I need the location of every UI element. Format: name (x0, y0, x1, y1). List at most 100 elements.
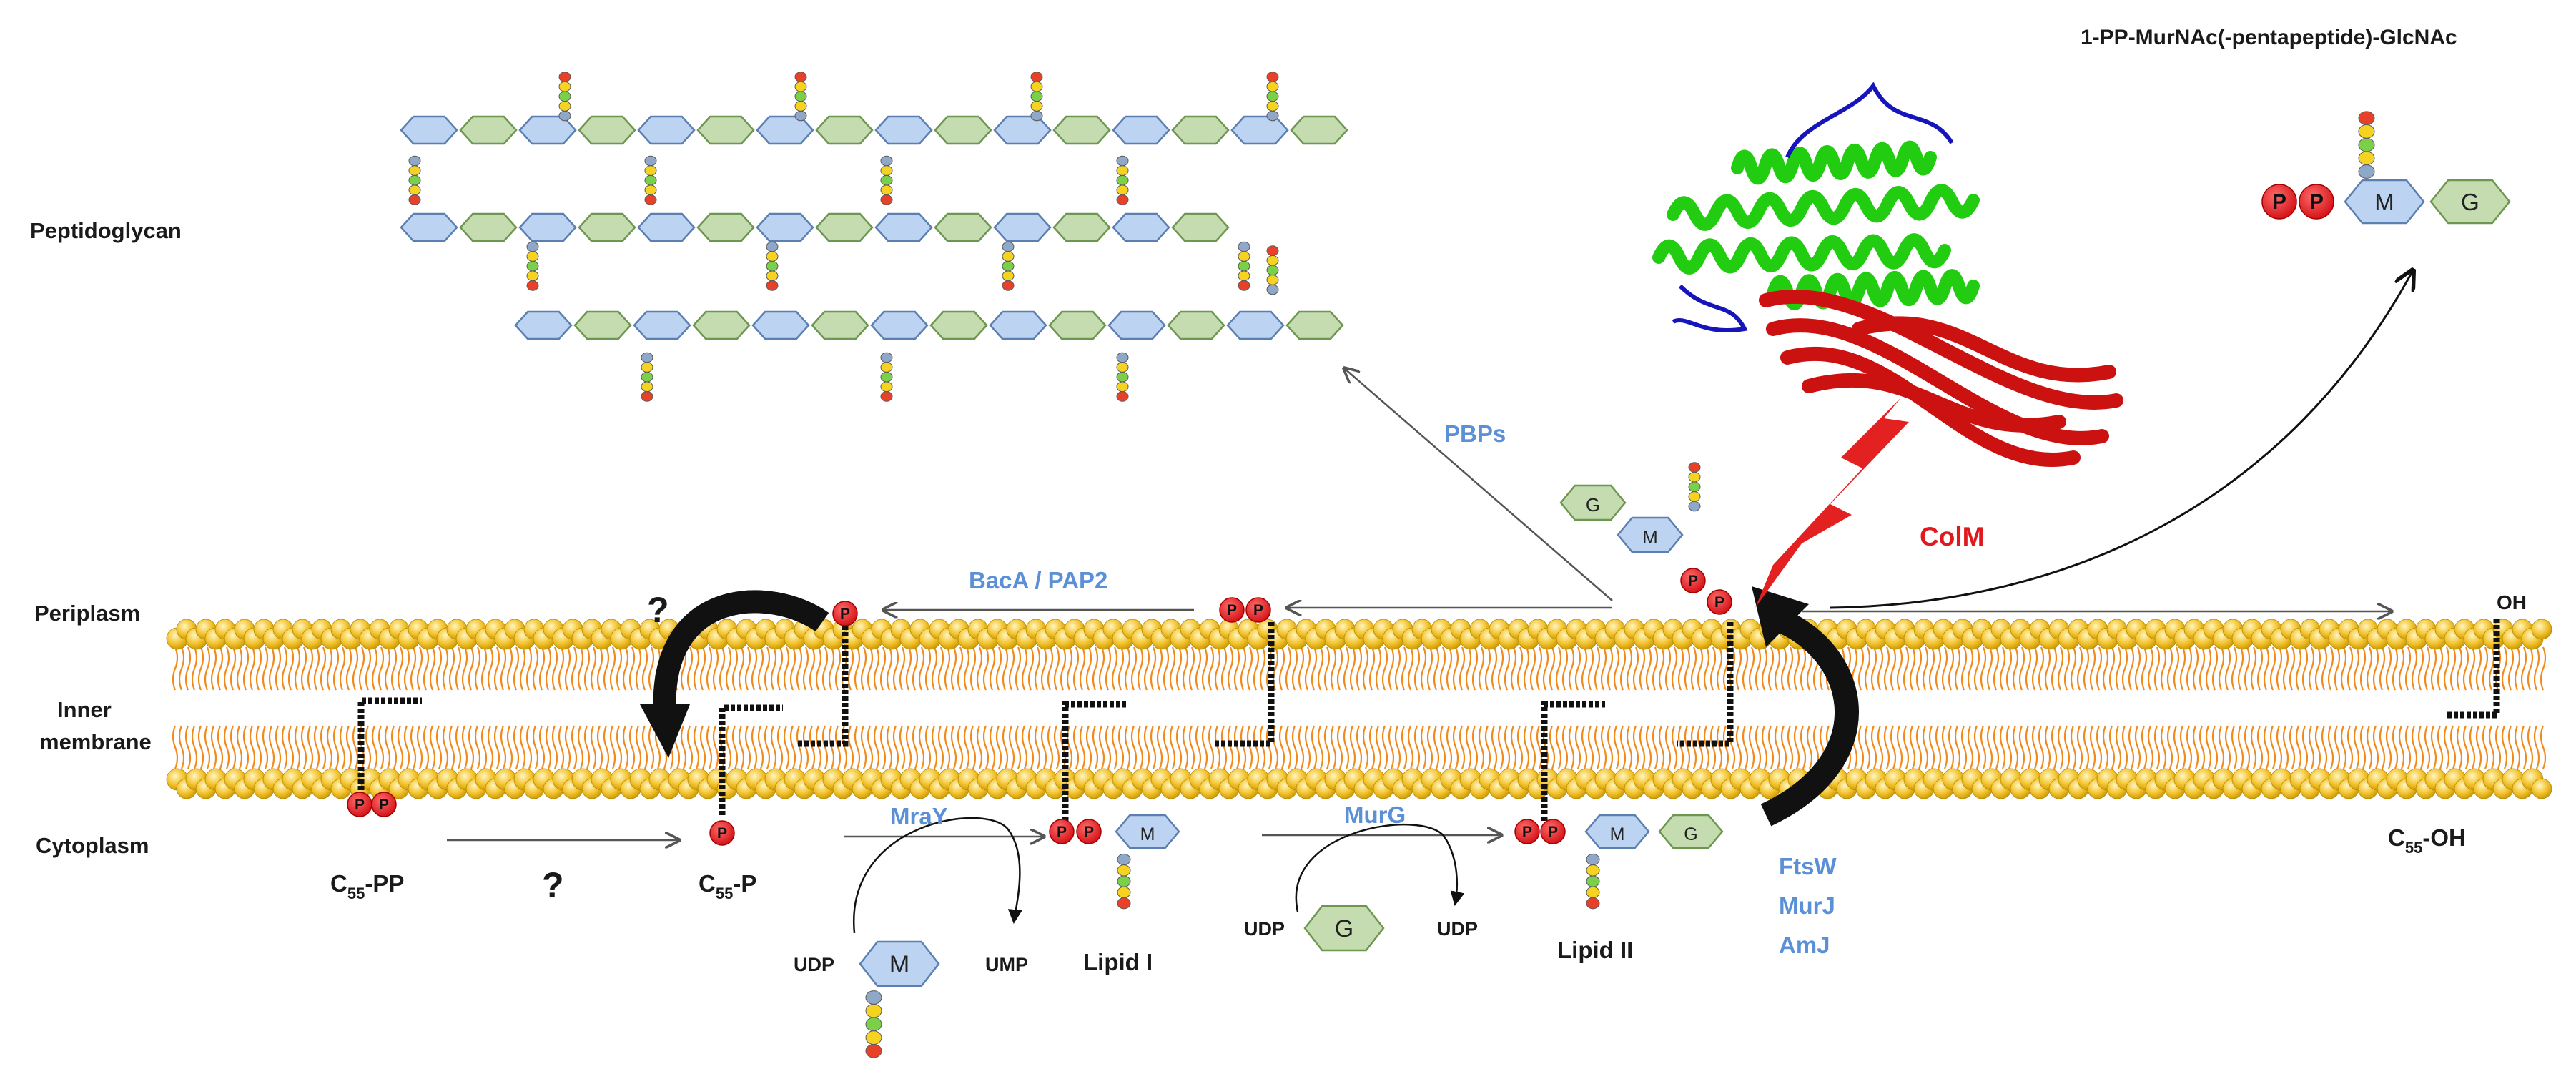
released-murnac: M (2344, 179, 2425, 225)
pg-sugar-r0-15 (1290, 115, 1348, 145)
svg-text:G: G (2461, 189, 2479, 215)
pg-sugar-r1-2 (518, 212, 577, 242)
pg-stem-down-0 (408, 155, 421, 205)
pg-sugar-r0-12 (1112, 115, 1170, 145)
cytoplasm-label: Cytoplasm (36, 833, 149, 858)
pg-sugar-r2-7 (929, 310, 988, 340)
lipid-ii-glcnac: G (1658, 814, 1724, 849)
c55p-phosphate: P (709, 820, 735, 846)
float-peptide (1688, 462, 1701, 512)
pg-sugar-r2-8 (989, 310, 1047, 340)
udp-murnac-peptide (865, 990, 882, 1058)
lipid-ii-murnac: M (1584, 814, 1650, 849)
arrow-mray-cycle (858, 827, 1015, 937)
pg-sugar-r0-8 (874, 115, 933, 145)
pg-stem-top-1 (794, 72, 807, 122)
pg-stem-top-3 (1266, 72, 1279, 122)
udp-label-3: UDP (1437, 918, 1478, 940)
float-murnac: M (1617, 516, 1684, 553)
svg-text:M: M (1642, 526, 1658, 548)
enzyme-baca-pap2: BacA / PAP2 (969, 567, 1107, 593)
peptidoglycan-network (400, 72, 1348, 402)
lipid-i-peptide (1117, 853, 1131, 910)
c55pp-label: C55-PP (330, 870, 404, 902)
pg-sugar-r0-6 (756, 115, 814, 145)
svg-text:G: G (1586, 494, 1600, 516)
colm-blue-loop-2 (1672, 284, 1748, 332)
colm-label: ColM (1920, 522, 1984, 551)
lipid-ii-flipped-chain (1677, 622, 1734, 747)
colm-helix-2 (1731, 140, 1937, 185)
pg-sugar-r2-6 (870, 310, 929, 340)
inner-membrane-label-1: Inner (57, 697, 112, 722)
colm-protein-structure (1652, 82, 2123, 467)
colm-beta-strand-0 (1759, 289, 2123, 410)
svg-text:P: P (1253, 602, 1263, 619)
pg-sugar-r2-2 (633, 310, 691, 340)
periplasm-label: Periplasm (34, 601, 140, 626)
pg-stem-mid-0 (526, 241, 539, 291)
pg-sugar-r0-14 (1230, 115, 1289, 145)
pg-sugar-r0-1 (459, 115, 518, 145)
flippase-arrow (1760, 603, 1859, 827)
pg-sugar-r1-4 (637, 212, 696, 242)
pg-sugar-r1-6 (756, 212, 814, 242)
pg-stem-bot-1 (880, 352, 893, 402)
peptidoglycan-label: Peptidoglycan (30, 218, 182, 243)
c55pp-peri-phosphate-2: P (1245, 597, 1271, 623)
svg-text:G: G (1335, 915, 1353, 942)
svg-text:P: P (840, 606, 850, 622)
lipid-ii-chain (1541, 701, 1605, 821)
svg-text:P: P (1227, 602, 1237, 619)
svg-text:P: P (717, 825, 727, 842)
arrow-udp-m-uptake (853, 817, 1022, 934)
pg-sugar-r2-4 (751, 310, 810, 340)
enzyme-pbps: PBPs (1444, 420, 1506, 447)
lipid-headgroups (166, 619, 2552, 799)
pg-sugar-r0-5 (696, 115, 755, 145)
pg-sugar-r1-8 (874, 212, 933, 242)
question-flip-arrow (653, 590, 829, 716)
pg-stem-down-2 (880, 155, 893, 205)
pg-sugar-r2-13 (1285, 310, 1344, 340)
pg-sugar-r2-0 (514, 310, 573, 340)
lipid-tails (172, 646, 2547, 769)
pg-sugar-r0-7 (815, 115, 874, 145)
title-label: 1-PP-MurNAc(-pentapeptide)-GlcNAc (2081, 26, 2457, 49)
enzyme-mray: MraY (890, 803, 948, 829)
lipid-ii-peptide (1586, 853, 1600, 910)
pg-sugar-r1-3 (578, 212, 636, 242)
pg-sugar-r0-10 (993, 115, 1052, 145)
question-mark-2: ? (542, 865, 564, 905)
c55pp-chain (357, 697, 422, 790)
text-labels: 1-PP-MurNAc(-pentapeptide)-GlcNAc Peptid… (30, 26, 2527, 975)
lipid-i-murnac: M (1115, 814, 1180, 849)
pg-sugar-r1-13 (1171, 212, 1230, 242)
inner-membrane-label-2: membrane (39, 729, 152, 754)
pg-stem-bot-0 (641, 352, 653, 402)
question-flip-arrowhead (640, 704, 690, 758)
pg-sugar-r2-5 (811, 310, 869, 340)
pg-sugar-r0-13 (1171, 115, 1230, 145)
pg-stem-mid-1 (766, 241, 779, 291)
svg-text:P: P (2272, 190, 2286, 214)
c55oh-label: C55-OH (2388, 824, 2466, 857)
colm-helix-0 (1667, 184, 1980, 231)
pg-sugar-r1-0 (400, 212, 458, 242)
udp-label-2: UDP (1244, 918, 1285, 940)
c55p-label: C55-P (699, 870, 756, 902)
reaction-arrows (447, 270, 2413, 937)
enzyme-murj: MurJ (1779, 892, 1835, 919)
svg-text:P: P (1548, 824, 1558, 840)
pg-sugar-r2-10 (1107, 310, 1166, 340)
pg-sugar-r2-1 (573, 310, 632, 340)
pg-sugar-r0-11 (1052, 115, 1111, 145)
c55p-chain (719, 704, 783, 815)
udp-murnac-pentapeptide: M (859, 940, 940, 1058)
float-phosphate-2: P (1707, 589, 1732, 615)
arrow-udp-g-uptake (1295, 824, 1465, 912)
udp-glcnac-sugar: G (1303, 905, 1385, 952)
colm-beta-strand-1 (1766, 318, 2109, 445)
